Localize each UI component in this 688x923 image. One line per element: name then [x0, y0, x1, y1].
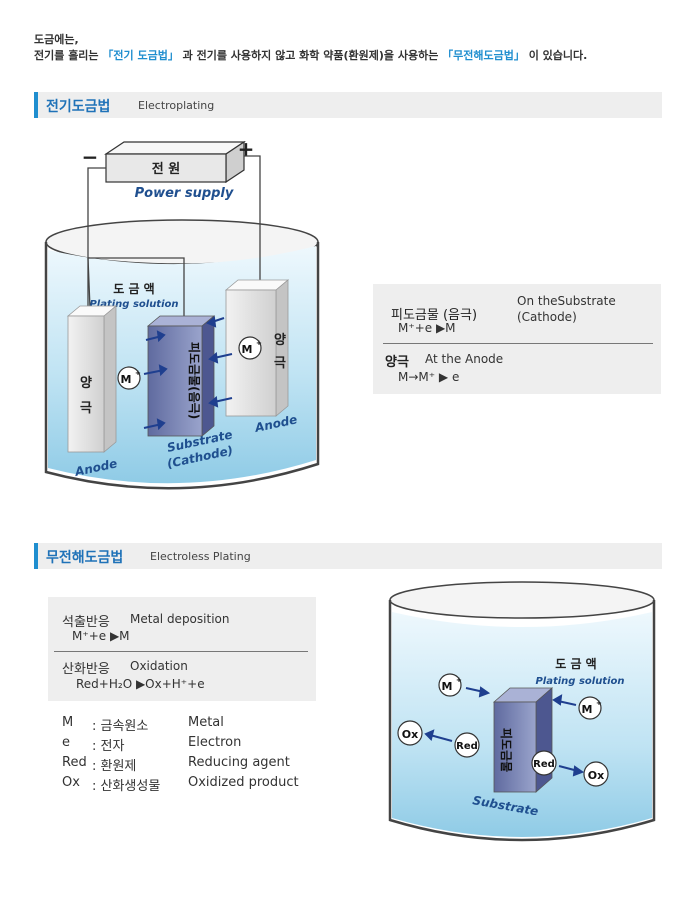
electroplating-diagram: 전 원 Power supply − + 도 금 액 Plating solut… [44, 137, 320, 490]
power-label-ko: 전 원 [152, 161, 180, 177]
box2-desc-2: Oxidation [130, 659, 188, 673]
solution2-label-ko: 도 금 액 [555, 657, 596, 671]
wire-cathode [88, 257, 185, 316]
left-anode-plate [67, 315, 105, 453]
ion-arrows [143, 316, 233, 431]
section-accent-bar [34, 92, 38, 118]
section-accent-bar [34, 543, 38, 569]
section-title-ko: 무전해도금법 [46, 550, 124, 566]
box1-eq-1: M⁺+e ▶M [398, 321, 456, 335]
substrate-plate [493, 701, 537, 793]
section-title-en: Electroless Plating [150, 550, 251, 563]
intro-highlight-electroless: 「무전해도금법」 [442, 49, 525, 62]
intro-text: 도금에는, 전기를 흘리는 「전기 도금법」 과 전기를 사용하지 않고 화학 … [34, 32, 587, 64]
box1-desc-1: On theSubstrate [517, 294, 616, 308]
ion-right [238, 336, 262, 360]
ion-left-sup: + [135, 369, 141, 377]
symbol-legend: M : 금속원소 Metal e : 전자 Electron Red : 환원제… [62, 715, 324, 795]
ox-left [397, 720, 423, 746]
box1-divider [383, 343, 653, 344]
ox-left-label: Ox [402, 728, 418, 741]
box1-eq-2: M→M⁺ ▶ e [398, 370, 460, 384]
intro-line-2-post: 이 있습니다. [524, 49, 588, 62]
legend-symbol: Red [62, 755, 87, 770]
box1-desc-2: At the Anode [425, 352, 504, 366]
substrate-label-ko: 피도금물 [499, 728, 514, 772]
ion-right-label: M [242, 343, 253, 356]
electroplating-reaction-box: 피도금물 (음극) On theSubstrate (Cathode) M⁺+e… [373, 284, 661, 394]
cathode-label: 피도금물(음극) [187, 342, 202, 419]
wire-negative [87, 167, 106, 309]
intro-line-2-mid: 과 전기를 사용하지 않고 화학 약품(환원제)을 사용하는 [178, 49, 443, 62]
legend-ko: : 금속원소 [92, 719, 149, 734]
solution-label-ko: 도 금 액 [113, 282, 154, 296]
ion2-right-sup: + [596, 699, 602, 707]
red-right-label: Red [533, 759, 555, 770]
intro-line-1: 도금에는, [34, 33, 79, 46]
plus-sign: + [238, 137, 255, 161]
box2-label-2: 산화반응 [62, 662, 110, 677]
reaction-arrows [424, 686, 585, 777]
legend-symbol: M [62, 715, 74, 730]
ion-right-sup: + [256, 339, 262, 347]
left-anode-label-1: 양 [80, 376, 92, 391]
red-right [531, 750, 557, 776]
intro-line-2-pre: 전기를 흘리는 [34, 49, 103, 62]
left-anode-label-2: 극 [80, 401, 92, 416]
power-label-en: Power supply [135, 186, 234, 201]
beaker2-rim [389, 581, 655, 619]
ox-right-label: Ox [588, 769, 604, 782]
ion-left-label: M [121, 373, 132, 386]
minus-sign: − [82, 145, 99, 169]
ion2-right [578, 696, 602, 720]
cathode-plate [147, 325, 203, 437]
section-electroless-header: 무전해도금법 Electroless Plating [34, 543, 662, 569]
section-electroplating-header: 전기도금법 Electroplating [34, 92, 662, 118]
box2-eq-1: M⁺+e ▶M [72, 629, 130, 643]
legend-ko: : 전자 [92, 739, 125, 754]
box1-desc-1b: (Cathode) [517, 310, 577, 324]
red-left-label: Red [456, 741, 478, 752]
box2-eq-2: Red+H₂O ▶Ox+H⁺+e [76, 677, 205, 691]
ion-left [117, 366, 141, 390]
ion2-left [438, 673, 462, 697]
legend-ko: : 산화생성물 [92, 779, 161, 794]
section-title-en: Electroplating [138, 99, 215, 112]
right-anode-label-1: 양 [274, 333, 286, 348]
beaker-wall [44, 242, 320, 490]
box2-label-1: 석출반응 [62, 615, 110, 630]
box1-label-2: 양극 [385, 355, 409, 370]
ion2-left-label: M [442, 680, 453, 693]
right-anode-label-2: 극 [274, 356, 286, 371]
ion2-right-label: M [582, 703, 593, 716]
beaker2-wall [388, 600, 656, 842]
electroless-diagram: 도 금 액 Plating solution 피도금물 M + M + Ox R… [388, 581, 656, 842]
legend-en: Reducing agent [188, 755, 290, 770]
ion2-left-sup: + [456, 676, 462, 684]
legend-en: Electron [188, 735, 242, 750]
box2-desc-1: Metal deposition [130, 612, 230, 626]
section-title-ko: 전기도금법 [46, 99, 111, 115]
power-box-front [105, 153, 227, 183]
wire-positive [244, 155, 261, 280]
legend-en: Oxidized product [188, 775, 299, 790]
legend-en: Metal [188, 715, 224, 730]
solution-label-en: Plating solution [89, 299, 178, 310]
power-box-top [104, 141, 246, 155]
intro-highlight-electroplating: 「전기 도금법」 [102, 49, 179, 62]
solution2-label-en: Plating solution [535, 676, 624, 687]
legend-symbol: Ox [62, 775, 80, 790]
electroless-reaction-box: 석출반응 Metal deposition M⁺+e ▶M 산화반응 Oxida… [48, 597, 316, 701]
legend-ko: : 환원제 [92, 759, 137, 774]
box2-divider [54, 651, 308, 652]
red-left [454, 732, 480, 758]
intro-line-2: 전기를 흘리는 「전기 도금법」 과 전기를 사용하지 않고 화학 약품(환원제… [34, 48, 587, 64]
ox-right [583, 761, 609, 787]
legend-symbol: e [62, 735, 70, 750]
box1-label-1: 피도금물 (음극) [391, 308, 478, 323]
